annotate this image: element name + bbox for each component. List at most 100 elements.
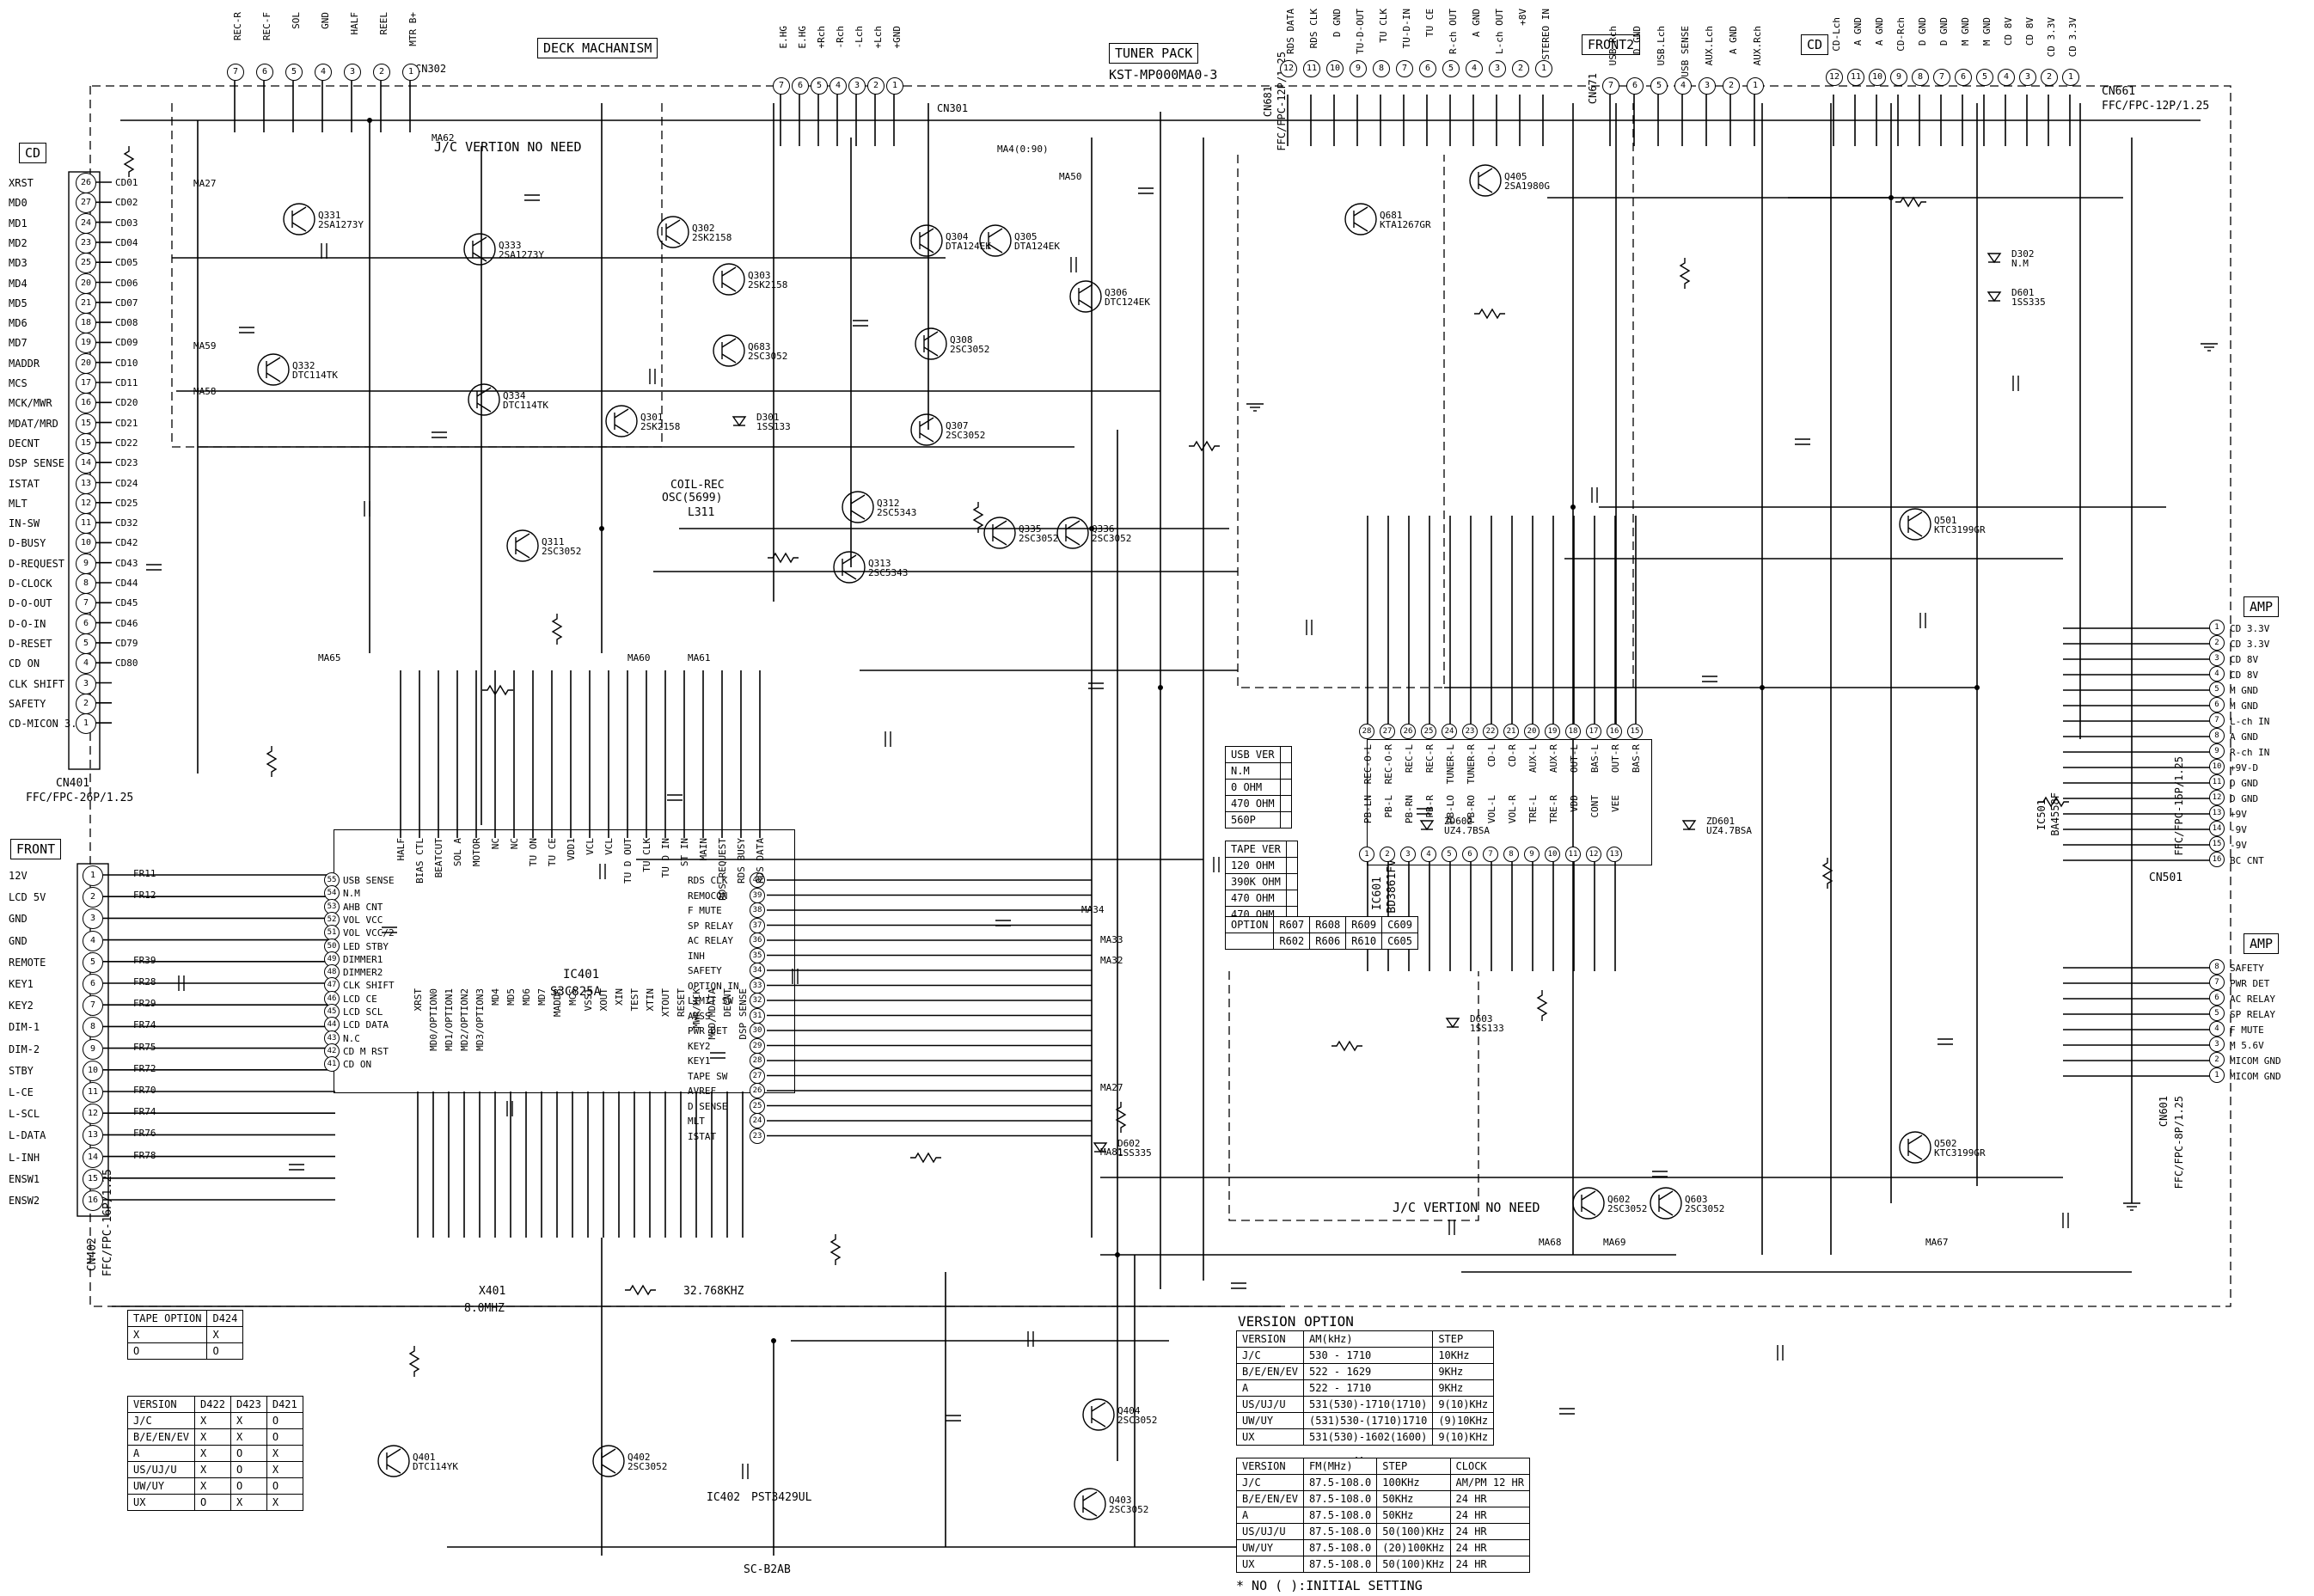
pin-number: 20 bbox=[76, 272, 96, 294]
table-header-row: USB VER bbox=[1225, 746, 1292, 763]
net-ref: CD46 bbox=[115, 617, 138, 629]
wire bbox=[988, 228, 1003, 238]
wire bbox=[1581, 1206, 1596, 1216]
header-pin-name: HALF bbox=[349, 12, 360, 35]
pin-number: 1 bbox=[2062, 69, 2079, 86]
pin-number: 3 bbox=[1489, 60, 1506, 77]
pin-name: D-BUSY bbox=[9, 537, 46, 550]
component-part: 2SC5343 bbox=[868, 567, 909, 578]
wire bbox=[266, 372, 281, 382]
component-part: DTC114TK bbox=[503, 400, 548, 411]
ic601-pin-number: 25 bbox=[1421, 724, 1436, 739]
pin-name: MCK/MWR bbox=[9, 397, 52, 410]
ic401-pin-name: KEY2 bbox=[688, 1040, 711, 1052]
ic401-pin-name: XRST bbox=[413, 988, 424, 1012]
net-ref: CD21 bbox=[115, 417, 138, 429]
amp-pin-name: M 5.6V bbox=[2230, 1040, 2264, 1051]
ic401-pin-name: AVREF bbox=[688, 1085, 717, 1097]
ic401-pin-number: 35 bbox=[750, 947, 765, 963]
diode bbox=[1986, 253, 2002, 264]
pin-name: MD7 bbox=[9, 337, 28, 350]
ic601-pin-number: 9 bbox=[1524, 847, 1540, 862]
pin-number: 7 bbox=[773, 77, 790, 95]
wire bbox=[1581, 1190, 1596, 1201]
component-ref: Q401 bbox=[413, 1452, 436, 1463]
table-cell: O bbox=[206, 1342, 244, 1360]
table-cell: US/UJ/U bbox=[126, 1461, 196, 1478]
ic401-pin-name: AVSS bbox=[688, 1010, 711, 1022]
cd-left-pin-row: D-O-OUT bbox=[9, 597, 52, 609]
am-table-title: VERSION OPTION bbox=[1238, 1313, 1354, 1330]
ic401-pin-name: OPTION IN bbox=[688, 980, 739, 992]
component-part: 2SC5343 bbox=[877, 507, 917, 518]
net-ref: FR39 bbox=[133, 954, 156, 966]
diode bbox=[1445, 1018, 1460, 1029]
table-cell: 87.5-108.0 bbox=[1303, 1539, 1378, 1556]
component-part: 2SK2158 bbox=[692, 232, 732, 243]
net-label: MA27 bbox=[193, 178, 217, 189]
resistor bbox=[1474, 308, 1505, 320]
component-part: 2SC3052 bbox=[1092, 533, 1132, 544]
component-part: 2SC3052 bbox=[542, 546, 582, 557]
cd-left-pin-row: MADDR bbox=[9, 358, 40, 370]
ic401-pin-number: 55 bbox=[324, 872, 340, 888]
net-label: MA4(0:90) bbox=[997, 144, 1049, 155]
header-pin-name: USB.Rch bbox=[1607, 26, 1619, 66]
wire bbox=[923, 331, 939, 341]
table-header-cell: USB VER bbox=[1225, 746, 1281, 763]
transistor-symbol bbox=[257, 353, 290, 386]
pin-number: 9 bbox=[83, 1038, 103, 1060]
transistor-symbol bbox=[1572, 1187, 1605, 1220]
amp-pin-name: +9V bbox=[2230, 809, 2247, 820]
table-cell: X bbox=[230, 1428, 267, 1446]
pin-number: 7 bbox=[83, 995, 103, 1017]
pin-number: 3 bbox=[2019, 69, 2036, 86]
ic601-pin-name: OUT-R bbox=[1610, 744, 1621, 774]
net-ref: CD04 bbox=[115, 236, 138, 248]
amp-pin-name: M GND bbox=[2230, 685, 2259, 696]
wire bbox=[476, 402, 492, 413]
pin-number: 2 bbox=[2041, 69, 2058, 86]
pin-name: CD ON bbox=[9, 657, 40, 670]
ic401-pin-name: VCL bbox=[603, 838, 615, 855]
net-ref: CD44 bbox=[115, 578, 138, 589]
pin-number: 4 bbox=[829, 77, 847, 95]
pin-name: MD0 bbox=[9, 197, 28, 210]
ic401-pin-number: 47 bbox=[324, 977, 340, 994]
front-pin-row: DIM-1 bbox=[9, 1021, 40, 1034]
table-cell: N.M bbox=[1225, 762, 1281, 780]
wire bbox=[850, 494, 866, 504]
ic401-pin-name: HALF bbox=[395, 838, 407, 861]
pin-number: 6 bbox=[1419, 60, 1436, 77]
net-ref: CD20 bbox=[115, 397, 138, 409]
pin-number: 5 bbox=[2209, 682, 2225, 697]
cn601-type: FFC/FPC-8P/1.25 bbox=[2173, 1096, 2185, 1189]
pin-number: 2 bbox=[76, 693, 96, 714]
wire bbox=[992, 520, 1007, 530]
ic401-pin-name: TU D IN bbox=[660, 838, 671, 878]
cd-left-pin-row: DSP SENSE bbox=[9, 457, 64, 469]
ic601-pin-name: VEE bbox=[1610, 795, 1621, 812]
cd-left-pin-row: D-CLOCK bbox=[9, 578, 52, 590]
connector-body bbox=[68, 171, 101, 770]
ic601-pin-name: TRE-L bbox=[1527, 795, 1539, 824]
wire bbox=[850, 510, 866, 520]
component-ref: Q306 bbox=[1105, 287, 1128, 298]
header-pin-name: TU CE bbox=[1424, 9, 1436, 38]
ic401-pin-name: RDS BUSY bbox=[736, 838, 747, 884]
table-header-cell: TAPE VER bbox=[1225, 841, 1287, 858]
ic401-pin-number: 36 bbox=[750, 933, 765, 948]
table-cell: 87.5-108.0 bbox=[1303, 1490, 1378, 1507]
ic601-pin-name: PB-R bbox=[1424, 795, 1436, 818]
header-pin-name: MTR B+ bbox=[407, 12, 419, 46]
net-label: MA65 bbox=[318, 652, 341, 663]
table-cell: O bbox=[266, 1428, 303, 1446]
table-cell: 470 OHM bbox=[1225, 795, 1281, 812]
